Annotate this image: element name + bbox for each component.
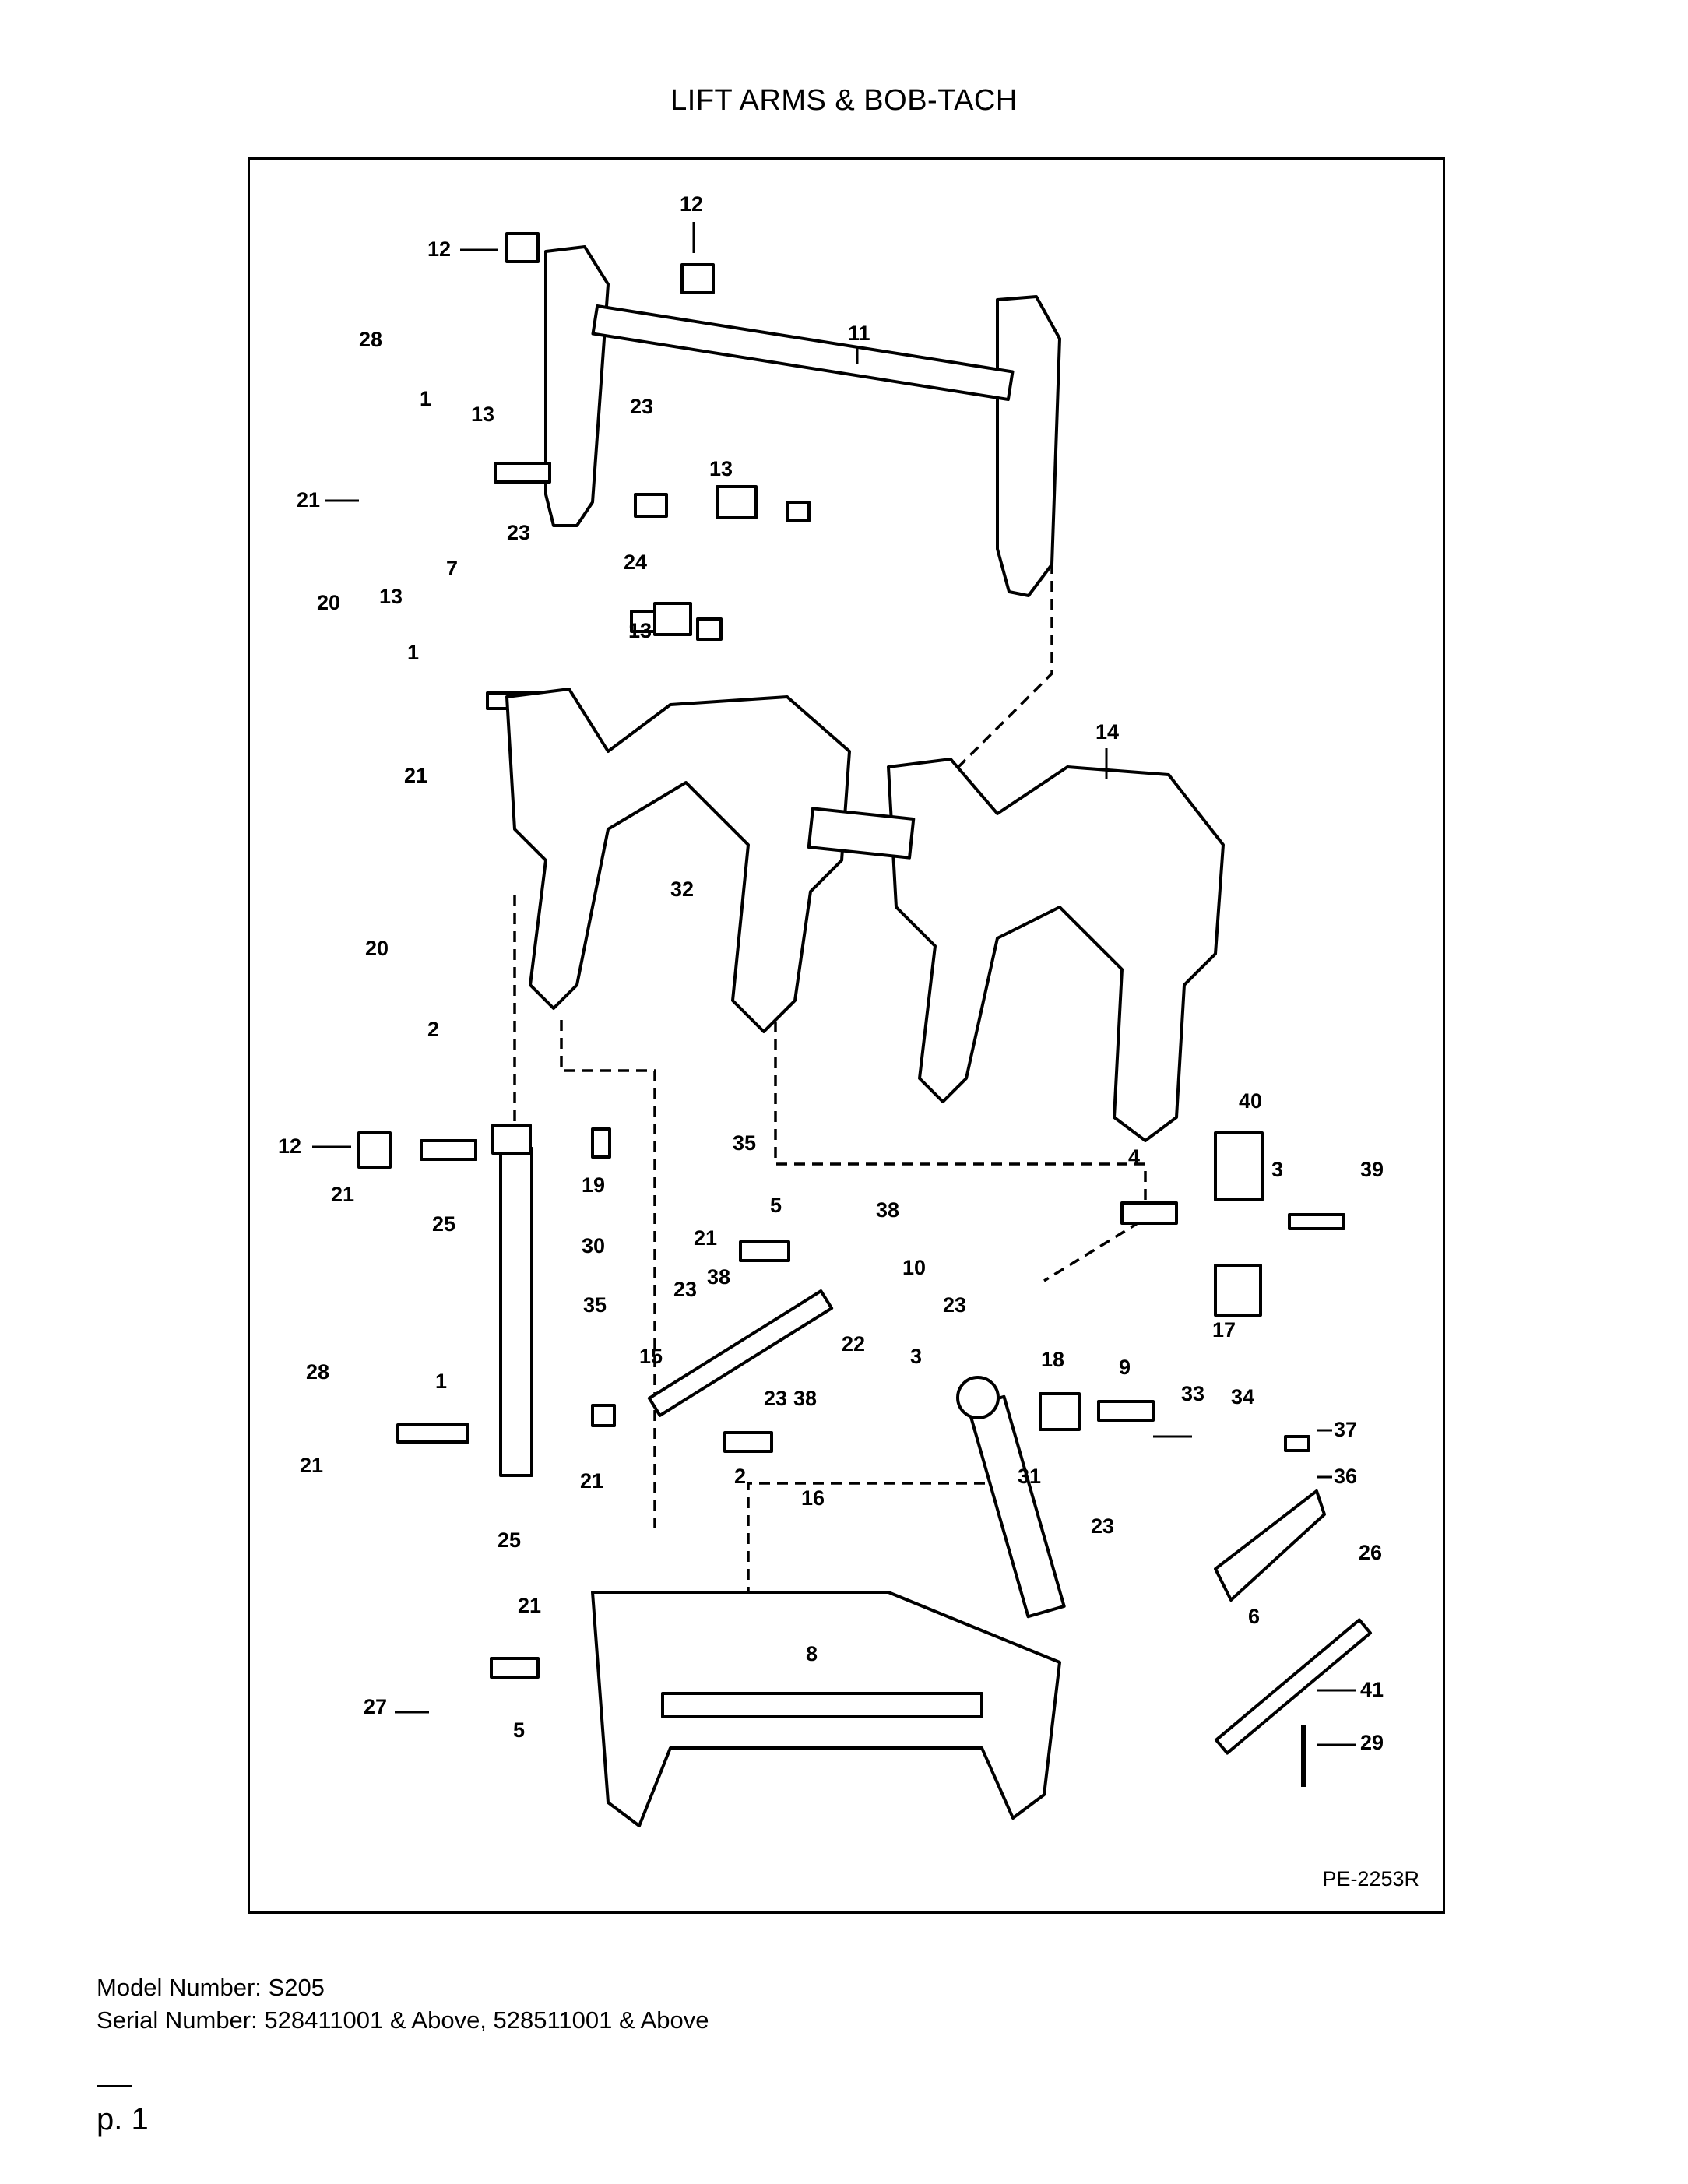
callout: 36 bbox=[1334, 1465, 1357, 1488]
callout: 37 bbox=[1334, 1418, 1357, 1441]
callout: 41 bbox=[1360, 1678, 1384, 1701]
callout: 5 bbox=[770, 1194, 782, 1217]
callout: 35 bbox=[733, 1131, 756, 1155]
page-divider bbox=[97, 2085, 132, 2087]
callout: 38 bbox=[707, 1265, 730, 1289]
callout: 23 bbox=[943, 1293, 966, 1317]
callout: 31 bbox=[1018, 1465, 1041, 1488]
callout: 21 bbox=[518, 1594, 541, 1617]
callout: 21 bbox=[580, 1469, 603, 1493]
callout: 32 bbox=[670, 877, 694, 901]
callout: 33 bbox=[1181, 1382, 1204, 1405]
callout: 5 bbox=[513, 1718, 525, 1742]
page-title: LIFT ARMS & BOB-TACH bbox=[670, 84, 1018, 117]
callout: 25 bbox=[498, 1528, 521, 1552]
callout: 7 bbox=[446, 557, 458, 580]
callout: 16 bbox=[801, 1486, 825, 1510]
callout: 23 bbox=[507, 521, 530, 544]
tilt-cylinder bbox=[956, 1376, 1155, 1619]
callout: 38 bbox=[793, 1387, 817, 1410]
callout: 12 bbox=[278, 1134, 301, 1158]
bob-tach-frame bbox=[490, 1591, 1061, 1827]
callout: 18 bbox=[1041, 1348, 1064, 1371]
callout: 40 bbox=[1239, 1089, 1262, 1113]
callout: 30 bbox=[582, 1234, 605, 1257]
callout: 21 bbox=[297, 488, 320, 512]
callout: 28 bbox=[306, 1360, 329, 1384]
callout: 27 bbox=[364, 1695, 387, 1718]
callout: 8 bbox=[806, 1642, 818, 1665]
callout: 3 bbox=[910, 1345, 922, 1368]
lift-cylinder bbox=[357, 1124, 611, 1477]
assembly-dashed-lines bbox=[513, 384, 1147, 1717]
callout: 25 bbox=[432, 1212, 455, 1236]
model-number: Model Number: S205 bbox=[97, 1974, 325, 2001]
callout: 1 bbox=[435, 1370, 447, 1393]
callout: 21 bbox=[404, 764, 427, 787]
callout: 13 bbox=[471, 403, 494, 426]
callout: 4 bbox=[1128, 1145, 1140, 1169]
callout: 23 bbox=[1091, 1514, 1114, 1538]
callout: 12 bbox=[680, 192, 703, 216]
callout: 13 bbox=[709, 457, 733, 480]
callout: 15 bbox=[639, 1345, 663, 1368]
callout: 12 bbox=[427, 237, 451, 261]
callout: 34 bbox=[1231, 1385, 1254, 1409]
callout: 1 bbox=[407, 641, 419, 664]
page-number: p. 1 bbox=[97, 2102, 149, 2137]
callout: 23 bbox=[630, 395, 653, 418]
exploded-view-drawing: 12 12 11 28 1 13 23 13 21 24 23 7 20 13 … bbox=[278, 192, 1384, 1827]
callout: 13 bbox=[628, 619, 652, 642]
callout: 1 bbox=[420, 387, 431, 410]
lift-arm-frame bbox=[505, 688, 1225, 1142]
leader-lines bbox=[312, 222, 1356, 1746]
callout: 20 bbox=[317, 591, 340, 614]
callout: 28 bbox=[359, 328, 382, 351]
wedge-and-lever bbox=[1214, 1435, 1372, 1787]
serial-number: Serial Number: 528411001 & Above, 528511… bbox=[97, 2006, 709, 2034]
callout: 19 bbox=[582, 1173, 605, 1197]
callout: 2 bbox=[427, 1018, 439, 1041]
callout: 14 bbox=[1095, 720, 1119, 744]
callout: 6 bbox=[1248, 1605, 1260, 1628]
upper-link-assembly bbox=[486, 232, 1061, 710]
model-info: Model Number: S205 Serial Number: 528411… bbox=[97, 1971, 709, 2037]
callout: 38 bbox=[876, 1198, 899, 1222]
callout: 26 bbox=[1359, 1541, 1382, 1564]
callout: 17 bbox=[1212, 1318, 1236, 1342]
tilt-link-assembly bbox=[591, 1131, 1345, 1453]
callout: 29 bbox=[1360, 1731, 1384, 1754]
callout: 23 bbox=[764, 1387, 787, 1410]
callout: 9 bbox=[1119, 1356, 1131, 1379]
callout: 11 bbox=[848, 322, 870, 345]
callout: 13 bbox=[379, 585, 403, 608]
callout: 21 bbox=[331, 1183, 354, 1206]
drawing-reference: PE-2253R bbox=[1322, 1867, 1419, 1890]
callout: 10 bbox=[902, 1256, 926, 1279]
callout: 24 bbox=[624, 550, 647, 574]
callout: 23 bbox=[673, 1278, 697, 1301]
callout: 20 bbox=[365, 937, 389, 960]
callout: 35 bbox=[583, 1293, 607, 1317]
callout: 3 bbox=[1271, 1158, 1283, 1181]
callout: 2 bbox=[734, 1465, 746, 1488]
callout: 21 bbox=[300, 1454, 323, 1477]
parts-diagram: 12 12 11 28 1 13 23 13 21 24 23 7 20 13 … bbox=[248, 157, 1445, 1914]
part-callouts: 12 12 11 28 1 13 23 13 21 24 23 7 20 13 … bbox=[278, 192, 1384, 1754]
callout: 22 bbox=[842, 1332, 865, 1356]
callout: 39 bbox=[1360, 1158, 1384, 1181]
callout: 21 bbox=[694, 1226, 717, 1250]
